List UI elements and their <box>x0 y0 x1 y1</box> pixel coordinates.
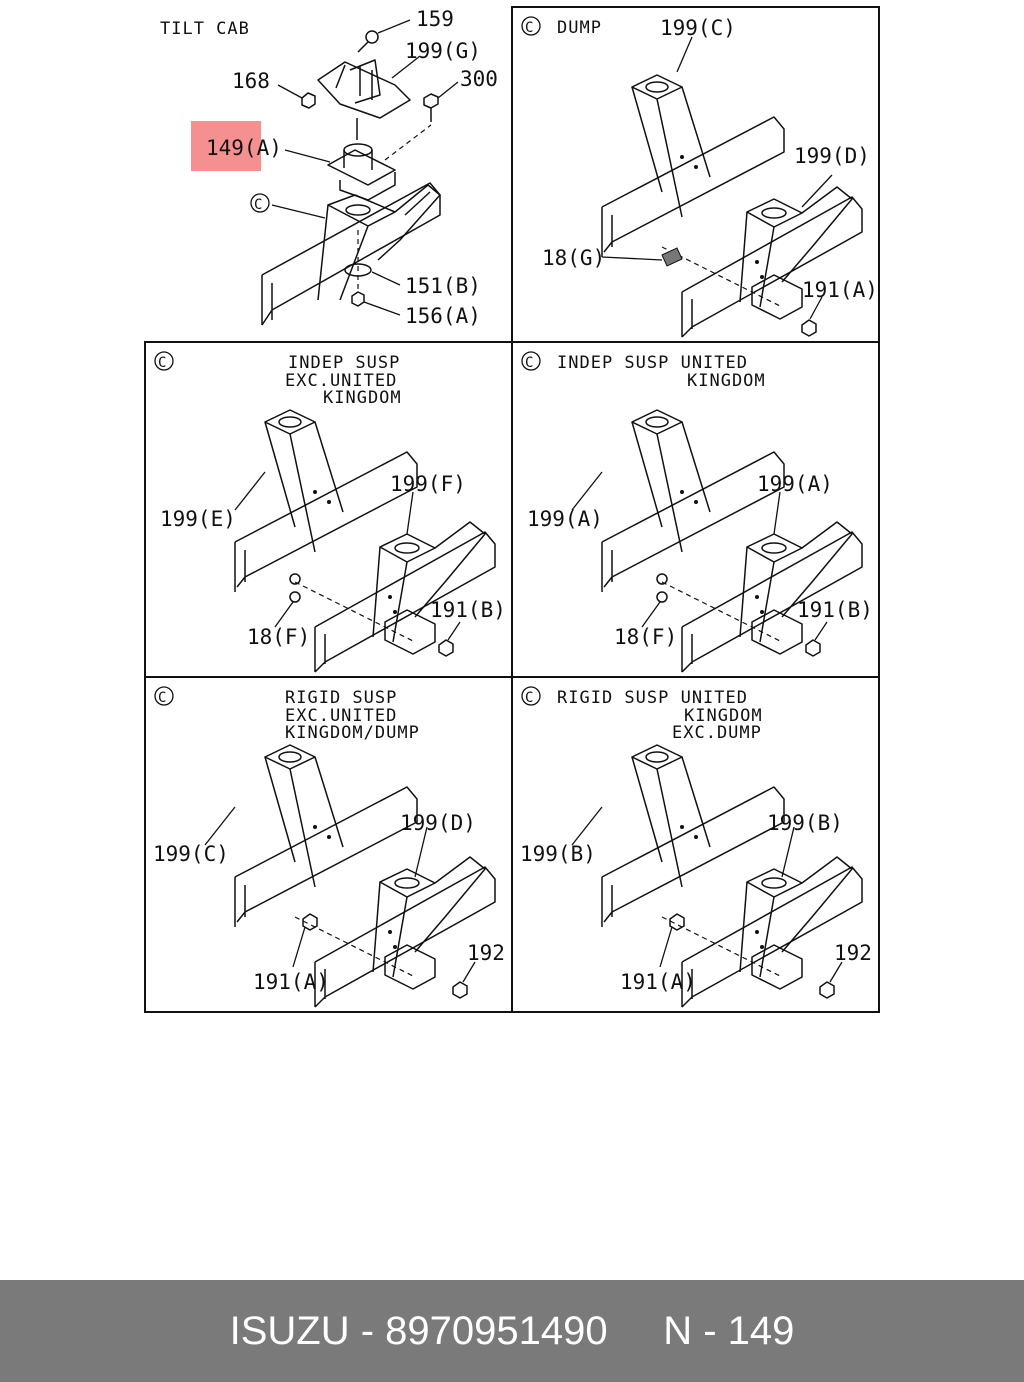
panel-3-label-a: 199(A) <box>527 507 603 531</box>
panel-5-label-b: 199(B) <box>767 811 843 835</box>
panel-2-label-a: 199(E) <box>160 507 236 531</box>
nut-168-drawing <box>301 92 316 109</box>
panel-5-title-line-3: EXC.DUMP <box>672 723 762 743</box>
panel-2-label-c: 18(F) <box>247 625 310 649</box>
label-circle-c: C <box>254 197 262 213</box>
label-nut-156a: 156(A) <box>405 304 481 328</box>
panel-2-leaders <box>234 471 461 641</box>
main-leaders <box>271 19 459 316</box>
label-bolt-300: 300 <box>460 67 498 91</box>
footer-part-number: 8970951490 <box>385 1308 608 1353</box>
tilt-cab-view: TILT CAB <box>160 7 498 328</box>
panel-4-label-c: 191(A) <box>253 970 329 994</box>
main-dash-line <box>384 124 432 161</box>
panel-1-clip <box>661 247 683 267</box>
panel-2-title-line-2: EXC.UNITED <box>285 371 397 391</box>
circle-marker <box>250 193 270 213</box>
bolt-159-drawing <box>357 30 379 53</box>
part-number-footer: ISUZU - 8970951490 N - 149 <box>0 1280 1024 1382</box>
part-highlight <box>191 121 261 171</box>
panel-4-leaders <box>204 806 476 983</box>
panel-3-title-line-1: INDEP SUSP UNITED <box>557 353 748 373</box>
footer-gap <box>608 1309 664 1354</box>
panel-rigid-uk-exc-dump: C RIGID SUSP UNITED KINGDOM EXC.DUMP 199… <box>520 686 872 1008</box>
panel-5-label-a: 199(B) <box>520 842 596 866</box>
panel-1-circle: C <box>525 20 533 36</box>
panel-4-label-b: 199(D) <box>400 811 476 835</box>
panel-3-label-c: 18(F) <box>614 625 677 649</box>
panel-frames <box>144 6 880 1013</box>
panel-2-title-line-3: KINGDOM <box>323 388 402 408</box>
panel-1-label-b: 199(D) <box>794 144 870 168</box>
bolt-300-drawing <box>423 93 439 122</box>
panel-5-title-line-2: KINGDOM <box>684 706 763 726</box>
panel-indep-uk: C INDEP SUSP UNITED KINGDOM 199(A) 199(A… <box>521 351 873 673</box>
panel-4-label-d: 192 <box>467 941 505 965</box>
panel-5-label-c: 191(A) <box>620 970 696 994</box>
panel-5-title-line-1: RIGID SUSP UNITED <box>557 688 748 708</box>
panel-2-clip-bottom <box>289 591 301 603</box>
panel-5-nut <box>819 981 835 999</box>
panel-1-label-a: 199(C) <box>660 16 736 40</box>
panel-4-title-line-1: RIGID SUSP <box>285 688 397 708</box>
panel-2-label-b: 199(F) <box>390 472 466 496</box>
footer-separator: - <box>349 1308 386 1353</box>
panel-5-label-d: 192 <box>834 941 872 965</box>
panel-1-leaders <box>601 36 833 320</box>
label-bolt-159: 159 <box>416 7 454 31</box>
panel-1-bolt <box>801 319 817 337</box>
panel-3-circle: C <box>525 355 533 371</box>
panel-3-clip-top <box>656 573 668 585</box>
panel-4-title-line-3: KINGDOM/DUMP <box>285 723 420 743</box>
panel-5-leaders <box>571 806 843 983</box>
label-mount-149a: 149(A) <box>206 136 282 160</box>
label-nut-168: 168 <box>232 69 270 93</box>
panel-indep-exc-uk: C INDEP SUSP EXC.UNITED KINGDOM 199(E) 1… <box>154 351 506 673</box>
panel-3-clip-bottom <box>656 591 668 603</box>
nut-156-drawing <box>351 291 365 307</box>
panel-3-title-line-2: KINGDOM <box>687 371 766 391</box>
panel-1-title-line-1: DUMP <box>557 18 602 38</box>
panel-1-label-d: 191(A) <box>802 278 878 302</box>
panel-3-label-d: 191(B) <box>797 598 873 622</box>
panel-2-title-line-1: INDEP SUSP <box>288 353 400 373</box>
panel-5-circle: C <box>525 690 533 706</box>
footer-brand: ISUZU <box>229 1308 350 1353</box>
panel-rigid-exc-uk-dump: C RIGID SUSP EXC.UNITED KINGDOM/DUMP 199… <box>153 686 505 1008</box>
tilt-cab-title: TILT CAB <box>160 19 250 39</box>
panel-3-leaders <box>571 471 828 641</box>
panel-4-label-a: 199(C) <box>153 842 229 866</box>
panel-2-clip-top <box>289 573 301 585</box>
main-chassis-rail <box>261 182 441 326</box>
panel-4-title-line-2: EXC.UNITED <box>285 706 397 726</box>
label-washer-151b: 151(B) <box>405 274 481 298</box>
panel-3-label-b: 199(A) <box>757 472 833 496</box>
upper-bracket-drawing <box>317 59 411 119</box>
panel-1-label-c: 18(G) <box>542 246 605 270</box>
panel-2-bolt <box>438 639 454 657</box>
panel-4-circle: C <box>158 690 166 706</box>
label-bracket-199g: 199(G) <box>405 39 481 63</box>
panel-3-bolt <box>805 639 821 657</box>
parts-diagram: TILT CAB <box>144 6 880 1013</box>
rubber-mount-drawing <box>327 143 396 201</box>
panel-dump: C DUMP 199(C) 199(D) 18(G) 191(A) <box>521 16 878 338</box>
footer-ref: N - 149 <box>663 1308 795 1353</box>
panel-4-bolt <box>302 913 318 931</box>
panel-2-circle: C <box>158 355 166 371</box>
panel-5-bolt <box>669 913 685 931</box>
panel-2-label-d: 191(B) <box>430 598 506 622</box>
panel-4-nut <box>452 981 468 999</box>
